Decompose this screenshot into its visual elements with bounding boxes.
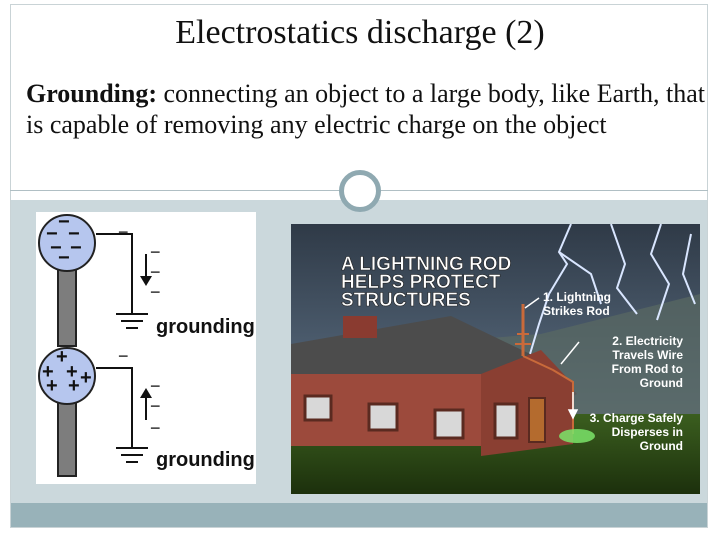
definition-term: Grounding: — [26, 79, 158, 108]
grounding-diagram-svg: − − − − − − − − − − grounding + + + — [38, 211, 255, 477]
step3-line-3: Ground — [640, 439, 683, 453]
chimney — [343, 316, 377, 338]
door — [528, 397, 546, 443]
grounding-label-top: grounding — [156, 316, 255, 338]
headline-line-3: STRUCTURES — [341, 290, 471, 311]
definition-text: connecting an object to a large body, li… — [26, 79, 705, 139]
slide-title: Electrostatics discharge (2) — [175, 14, 545, 51]
headline-line-2: HELPS PROTECT — [341, 272, 501, 293]
ground-glow — [559, 429, 595, 443]
plus-sign: + — [80, 367, 92, 389]
minus-sign: − — [118, 222, 129, 242]
step3-line-1: 3. Charge Safely — [590, 411, 684, 425]
lightning-rod-illustration: A LIGHTNING ROD HELPS PROTECT STRUCTURES… — [291, 223, 700, 494]
minus-sign: − — [68, 223, 80, 245]
minus-sign: − — [118, 346, 129, 366]
grounding-label-bottom: grounding — [156, 449, 255, 471]
headline-line-1: A LIGHTNING ROD — [341, 254, 511, 275]
step1-line-2: Strikes Rod — [543, 304, 610, 318]
minus-sign: − — [150, 396, 161, 416]
step2-line-1: 2. Electricity — [612, 334, 683, 348]
step1-line-1: 1. Lightning — [543, 290, 611, 304]
minus-sign: − — [150, 418, 161, 438]
step2-line-3: From Rod to — [612, 362, 683, 376]
plus-sign: + — [46, 375, 58, 397]
minus-sign: − — [70, 237, 82, 259]
step2-line-4: Ground — [640, 376, 683, 390]
negative-sphere: − − − − − − — [38, 211, 96, 347]
house — [291, 316, 577, 456]
minus-sign: − — [58, 212, 70, 233]
plus-sign: + — [68, 375, 80, 397]
definition-paragraph: Grounding: connecting an object to a lar… — [26, 78, 710, 140]
minus-sign: − — [150, 376, 161, 396]
ground-wire-bottom: − − − − — [96, 346, 161, 463]
step3-line-2: Disperses in — [612, 425, 683, 439]
positive-sphere: + + + + + + — [38, 346, 96, 477]
minus-sign: − — [150, 262, 161, 282]
lightning-rod-svg: A LIGHTNING ROD HELPS PROTECT STRUCTURES… — [291, 223, 700, 494]
minus-sign: − — [50, 237, 62, 259]
footer-bar — [11, 503, 707, 527]
plus-sign: + — [56, 346, 68, 368]
plus-sign: + — [42, 361, 54, 383]
minus-sign: − — [58, 247, 70, 269]
ground-wire-top: − − − − — [96, 222, 161, 329]
divider-ring-icon — [339, 170, 381, 212]
minus-sign: − — [46, 223, 58, 245]
plus-sign: + — [66, 361, 78, 383]
minus-sign: − — [150, 282, 161, 302]
callout-lines — [524, 297, 580, 420]
grounding-diagram: − − − − − − − − − − grounding + + + — [36, 211, 256, 484]
step2-line-2: Travels Wire — [612, 348, 683, 362]
lightning-bolts — [522, 223, 696, 385]
minus-sign: − — [150, 242, 161, 262]
slide-frame — [10, 4, 708, 528]
